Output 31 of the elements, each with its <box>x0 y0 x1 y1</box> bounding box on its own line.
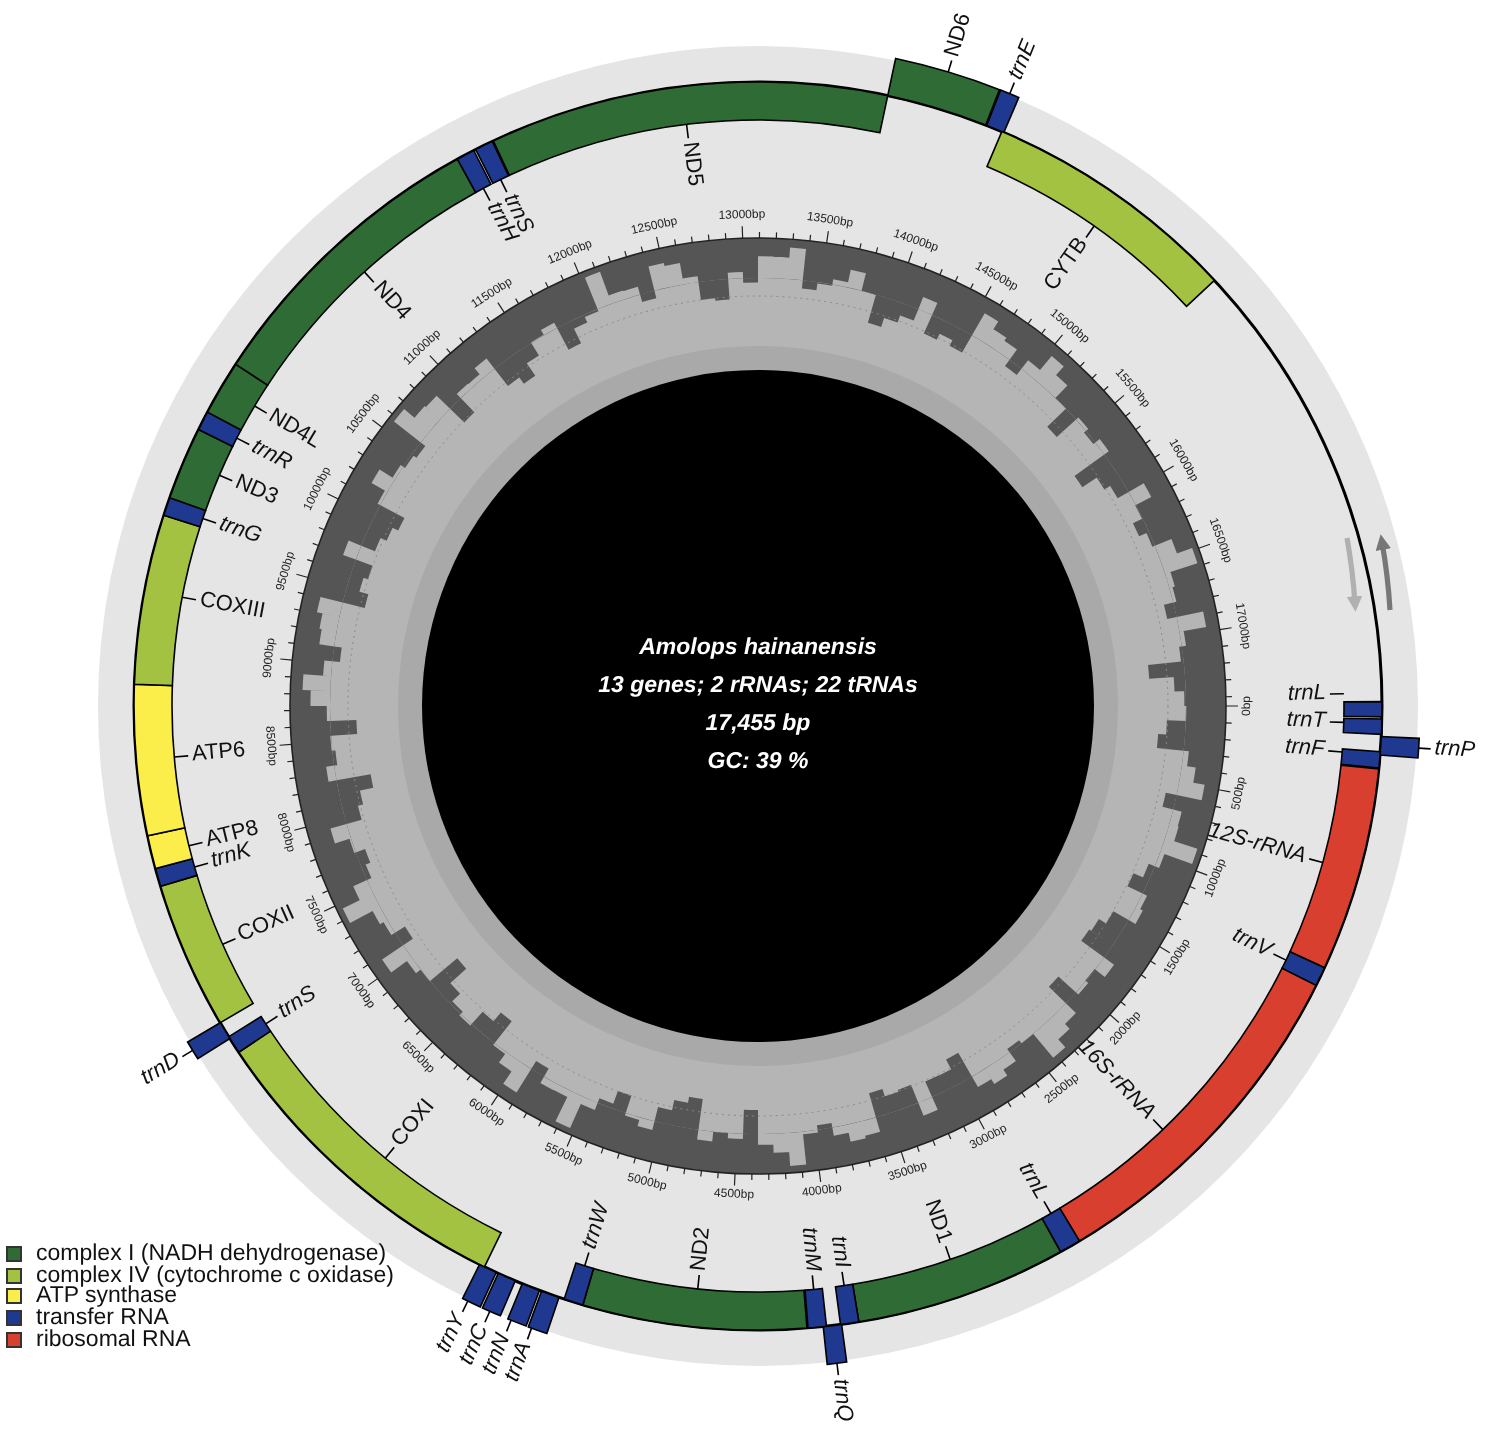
gene-label: trnV <box>1228 924 1275 963</box>
gene-label: trnP <box>1433 738 1476 763</box>
legend-label: ribosomal RNA <box>36 1327 191 1352</box>
legend-label: complex I (NADH dehydrogenase) <box>36 1242 387 1267</box>
gene-label: trnE <box>1005 37 1042 84</box>
gene-label: ND2 <box>688 1226 716 1273</box>
summary-text: Amolops hainanensis <box>639 634 877 664</box>
gene-label: trnT <box>1286 709 1327 733</box>
gene-label: trnF <box>1284 736 1326 762</box>
gene-label: ND6 <box>942 11 976 60</box>
gene-label: ND1 <box>919 1197 955 1247</box>
gene-label: ND3 <box>231 472 281 510</box>
gene-label: ATP6 <box>191 739 247 767</box>
gene-label: trnS <box>274 982 321 1024</box>
gene-label: trnG <box>216 513 264 549</box>
gene-label: COXII <box>234 902 299 948</box>
gene-label: COXIII <box>197 589 267 624</box>
legend-label: complex IV (cytochrome c oxidase) <box>36 1263 394 1288</box>
summary-text: 17,455 bp <box>705 710 811 740</box>
legend-label: ATP synthase <box>36 1284 178 1309</box>
summary-text: 13 genes; 2 rRNAs; 22 tRNAs <box>598 672 918 702</box>
gene-label: ND5 <box>677 140 706 188</box>
gene-label: trnI <box>825 1234 853 1270</box>
legend-label: transfer RNA <box>36 1306 169 1331</box>
summary-text: GC: 39 % <box>707 748 809 778</box>
gene-label: trnL <box>1013 1159 1052 1204</box>
gene-label: trnQ <box>827 1377 855 1423</box>
gene-label: trnW <box>579 1200 615 1252</box>
gene-label: trnD <box>137 1049 185 1090</box>
gene-label: trnM <box>796 1226 823 1273</box>
gene-label: trnL <box>1287 683 1327 706</box>
